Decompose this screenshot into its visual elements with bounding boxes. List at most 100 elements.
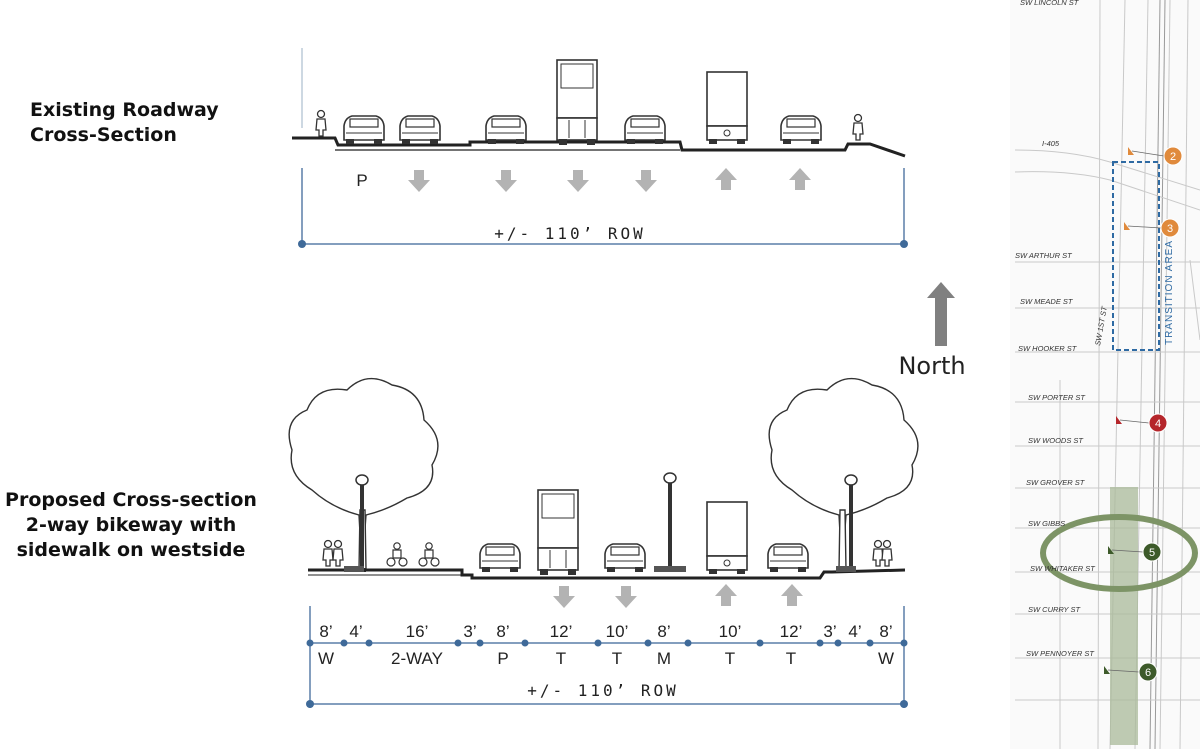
dimension-node [644, 639, 652, 647]
focus-area-ellipse [1040, 514, 1198, 592]
segment-width-label: 8’ [319, 622, 332, 641]
street-label: SW WHITAKER ST [1030, 564, 1096, 573]
proposed-section-title: Proposed Cross-section 2-way bikeway wit… [0, 488, 262, 563]
marker-leader-line [1111, 549, 1144, 553]
pedestrian-icon [322, 539, 334, 567]
segment-width-label: 12’ [780, 622, 803, 641]
marker-leader-line [1127, 225, 1162, 229]
street-label: SW MEADE ST [1020, 297, 1074, 306]
proposed-title-line-1: Proposed Cross-section [5, 489, 257, 511]
parked-car-icon [479, 543, 521, 573]
north-arrow-icon [927, 282, 955, 346]
existing-section-drawing: P +/- 110’ ROW [292, 48, 908, 248]
pedestrian-icon [332, 539, 344, 567]
southbound-arrow-icon [567, 170, 589, 192]
existing-direction-arrows [408, 168, 811, 192]
car-icon [399, 115, 441, 145]
street-label: SW GROVER ST [1026, 478, 1086, 487]
segment-width-label: 8’ [657, 622, 670, 641]
tree-icon [768, 377, 919, 571]
van-icon [706, 501, 748, 575]
dimension-node [900, 240, 908, 248]
segment-width-label: 4’ [848, 622, 861, 641]
flag-icon [1124, 222, 1130, 230]
bicycle-icon [418, 542, 440, 567]
southbound-arrow-icon [635, 170, 657, 192]
marker-number: 6 [1145, 667, 1151, 679]
street-label: SW HOOKER ST [1018, 344, 1078, 353]
segment-type-label: 2-WAY [391, 649, 443, 668]
car-icon [767, 543, 809, 573]
pedestrian-icon [315, 109, 327, 137]
proposed-title-line-2: 2-way bikeway with [25, 514, 237, 536]
dimension-node [521, 639, 529, 647]
street-label: SW WOODS ST [1028, 436, 1084, 445]
northbound-arrow-icon [781, 584, 803, 606]
van-icon [706, 71, 748, 145]
proposed-row-label: +/- 110’ ROW [527, 681, 679, 700]
map-marker [1160, 218, 1180, 238]
segment-width-label: 10’ [606, 622, 629, 641]
map-marker [1163, 146, 1183, 166]
transition-area-box [1112, 161, 1160, 351]
segment-width-label: 8’ [879, 622, 892, 641]
dimension-node [834, 639, 842, 647]
dimension-node [756, 639, 764, 647]
street-label: SW CURRY ST [1028, 605, 1082, 614]
marker-leader-line [1119, 419, 1150, 424]
map-marker [1148, 413, 1168, 433]
dimension-node [454, 639, 462, 647]
car-icon [780, 115, 822, 145]
marker-leader-line [1107, 669, 1140, 673]
north-label: North [898, 352, 965, 380]
segment-type-label: T [556, 649, 566, 668]
southbound-arrow-icon [553, 586, 575, 608]
street-label: SW PORTER ST [1028, 393, 1086, 402]
flag-icon [1104, 666, 1110, 674]
existing-lane-label: P [356, 171, 367, 190]
bikeway-corridor [1110, 487, 1138, 745]
southbound-arrow-icon [615, 586, 637, 608]
northbound-arrow-icon [789, 168, 811, 190]
segment-width-label: 16’ [406, 622, 429, 641]
marker-leader-line [1131, 150, 1165, 157]
truck-icon [556, 59, 598, 146]
segment-type-label: T [612, 649, 622, 668]
dimension-node [298, 240, 306, 248]
parked-car-icon [343, 115, 385, 145]
northbound-arrow-icon [715, 168, 737, 190]
southbound-arrow-icon [495, 170, 517, 192]
car-icon [485, 115, 527, 145]
street-label: I-405 [1042, 139, 1060, 148]
street-label: SW LINCOLN ST [1020, 0, 1080, 7]
dimension-node [476, 639, 484, 647]
proposed-direction-arrows [553, 584, 803, 608]
flag-icon [1108, 546, 1114, 554]
flag-icon [1116, 416, 1122, 424]
marker-number: 3 [1167, 223, 1173, 235]
segment-type-label: T [786, 649, 796, 668]
street-lamp-icon [662, 471, 678, 572]
segment-width-label: 8’ [496, 622, 509, 641]
pedestrian-icon [872, 539, 884, 567]
segment-width-label: 3’ [463, 622, 476, 641]
dimension-node [816, 639, 824, 647]
segment-width-label: 10’ [719, 622, 742, 641]
bicycle-icon [386, 542, 408, 567]
segment-width-label: 3’ [823, 622, 836, 641]
dimension-node [866, 639, 874, 647]
dimension-node [365, 639, 373, 647]
dimension-node [594, 639, 602, 647]
transition-area-label: TRANSITION AREA [1164, 240, 1175, 345]
dimension-node [340, 639, 348, 647]
existing-title-line-1: Existing Roadway [30, 99, 219, 121]
north-arrow: North [898, 282, 966, 380]
northbound-arrow-icon [715, 584, 737, 606]
car-icon [604, 543, 646, 573]
map-marker [1142, 542, 1162, 562]
dimension-node [306, 639, 314, 647]
car-icon [624, 115, 666, 145]
